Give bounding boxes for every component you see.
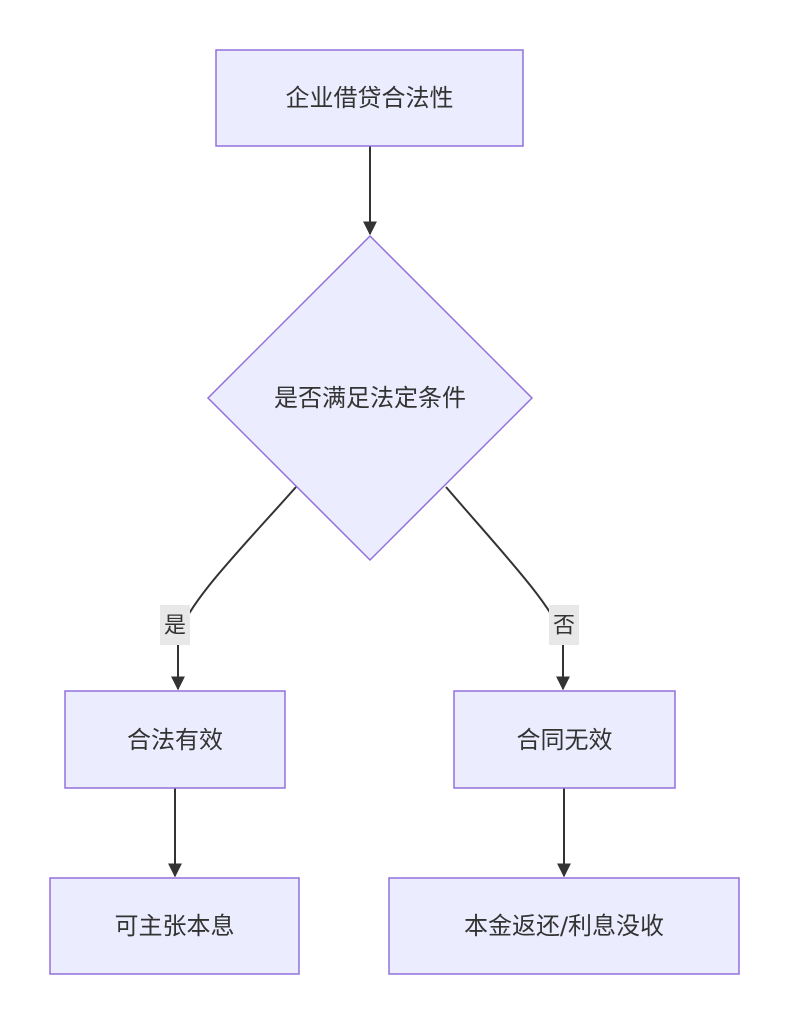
node-start: 企业借贷合法性 [215,49,524,147]
node-invalid: 合同无效 [453,690,676,789]
node-claim-label: 可主张本息 [115,912,235,940]
node-valid-label: 合法有效 [127,726,223,754]
node-return: 本金返还/利息没收 [388,877,740,975]
node-return-label: 本金返还/利息没收 [464,912,664,940]
node-decision: 是否满足法定条件 [206,234,534,562]
node-start-label: 企业借贷合法性 [286,84,454,112]
edge-label-yes: 是 [160,605,190,645]
edge-label-no: 否 [549,605,579,645]
node-invalid-label: 合同无效 [517,726,613,754]
edge-decision-to-valid [171,486,297,691]
node-claim: 可主张本息 [49,877,300,975]
node-decision-label: 是否满足法定条件 [274,384,466,412]
edge-label-yes-text: 是 [164,614,186,639]
node-valid: 合法有效 [64,690,286,789]
edge-decision-to-invalid [445,486,570,691]
edge-label-no-text: 否 [553,614,575,639]
